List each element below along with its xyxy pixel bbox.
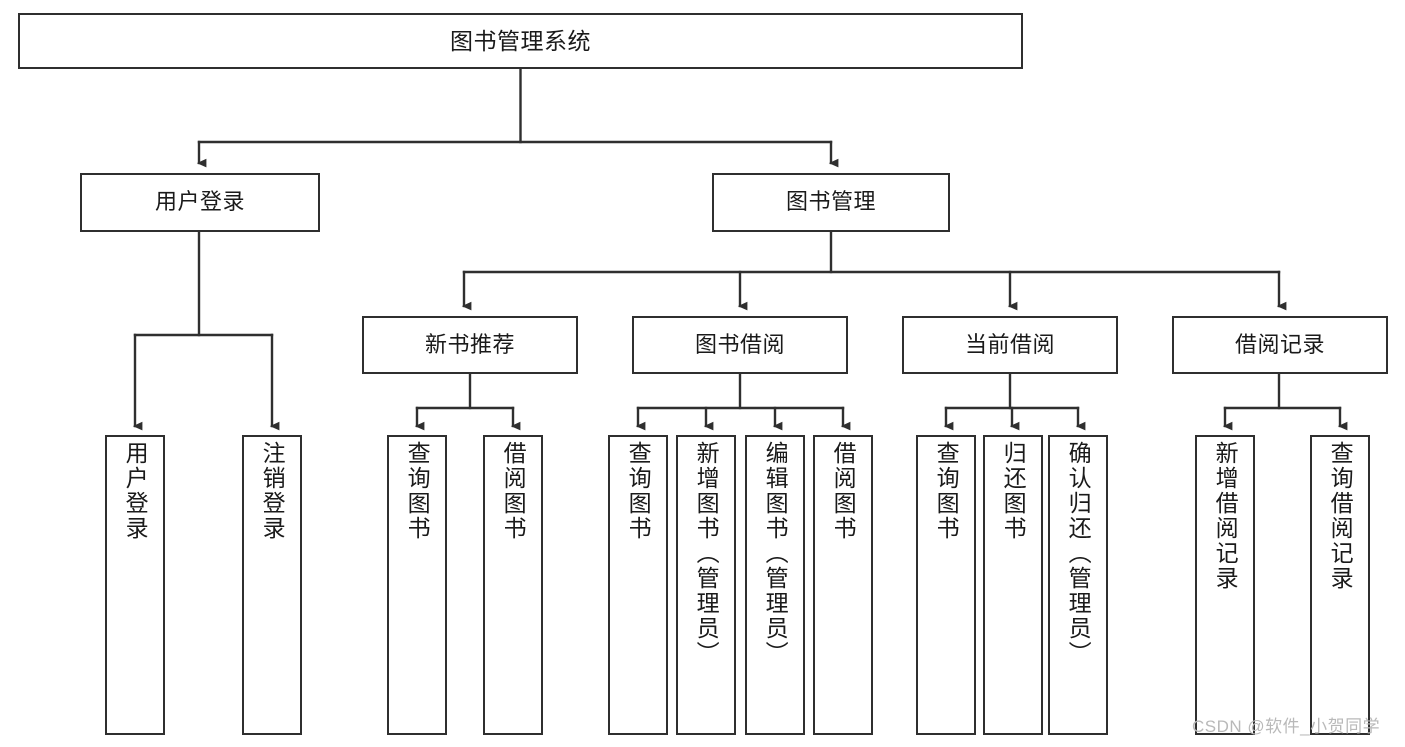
leaf-borrow-add-book-admin-label: 新增图书（管理员） [693,441,720,666]
node-root-system-label: 图书管理系统 [450,27,591,54]
leaf-current-confirm-return-admin[interactable]: 确认归还（管理员） [1048,435,1108,735]
node-current-borrow-label: 当前借阅 [964,331,1055,357]
node-root-system[interactable]: 图书管理系统 [18,13,1023,69]
leaf-user-logout-label: 注销登录 [259,441,286,541]
node-user-login-label: 用户登录 [154,189,245,215]
leaf-borrow-borrow-book[interactable]: 借阅图书 [813,435,873,735]
leaf-borrow-query-book-label: 查询图书 [625,441,652,541]
node-book-management[interactable]: 图书管理 [712,173,950,232]
node-user-login[interactable]: 用户登录 [80,173,320,232]
node-book-borrow-label: 图书借阅 [694,331,785,357]
leaf-borrow-borrow-book-label: 借阅图书 [830,441,857,541]
leaf-recommend-borrow-book-label: 借阅图书 [500,441,527,541]
leaf-borrow-add-book-admin[interactable]: 新增图书（管理员） [676,435,736,735]
leaf-record-query-borrow-record-label: 查询借阅记录 [1327,441,1354,591]
node-new-book-recommend-label: 新书推荐 [424,331,515,357]
leaf-user-logout[interactable]: 注销登录 [242,435,302,735]
leaf-current-query-book-label: 查询图书 [933,441,960,541]
leaf-user-login[interactable]: 用户登录 [105,435,165,735]
node-new-book-recommend[interactable]: 新书推荐 [362,316,578,374]
node-current-borrow[interactable]: 当前借阅 [902,316,1118,374]
leaf-record-add-borrow-record-label: 新增借阅记录 [1212,441,1239,591]
leaf-borrow-edit-book-admin[interactable]: 编辑图书（管理员） [745,435,805,735]
leaf-record-add-borrow-record[interactable]: 新增借阅记录 [1195,435,1255,735]
leaf-current-return-book-label: 归还图书 [1000,441,1027,541]
leaf-user-login-label: 用户登录 [122,441,149,541]
leaf-recommend-query-book-label: 查询图书 [404,441,431,541]
leaf-borrow-query-book[interactable]: 查询图书 [608,435,668,735]
leaf-current-return-book[interactable]: 归还图书 [983,435,1043,735]
leaf-recommend-borrow-book[interactable]: 借阅图书 [483,435,543,735]
node-book-management-label: 图书管理 [785,189,876,215]
node-borrow-record[interactable]: 借阅记录 [1172,316,1388,374]
leaf-record-query-borrow-record[interactable]: 查询借阅记录 [1310,435,1370,735]
node-book-borrow[interactable]: 图书借阅 [632,316,848,374]
leaf-current-query-book[interactable]: 查询图书 [916,435,976,735]
leaf-recommend-query-book[interactable]: 查询图书 [387,435,447,735]
leaf-current-confirm-return-admin-label: 确认归还（管理员） [1065,441,1092,666]
node-borrow-record-label: 借阅记录 [1234,331,1325,357]
csdn-watermark: CSDN @软件_小贺同学 [1192,717,1381,736]
leaf-borrow-edit-book-admin-label: 编辑图书（管理员） [762,441,789,666]
